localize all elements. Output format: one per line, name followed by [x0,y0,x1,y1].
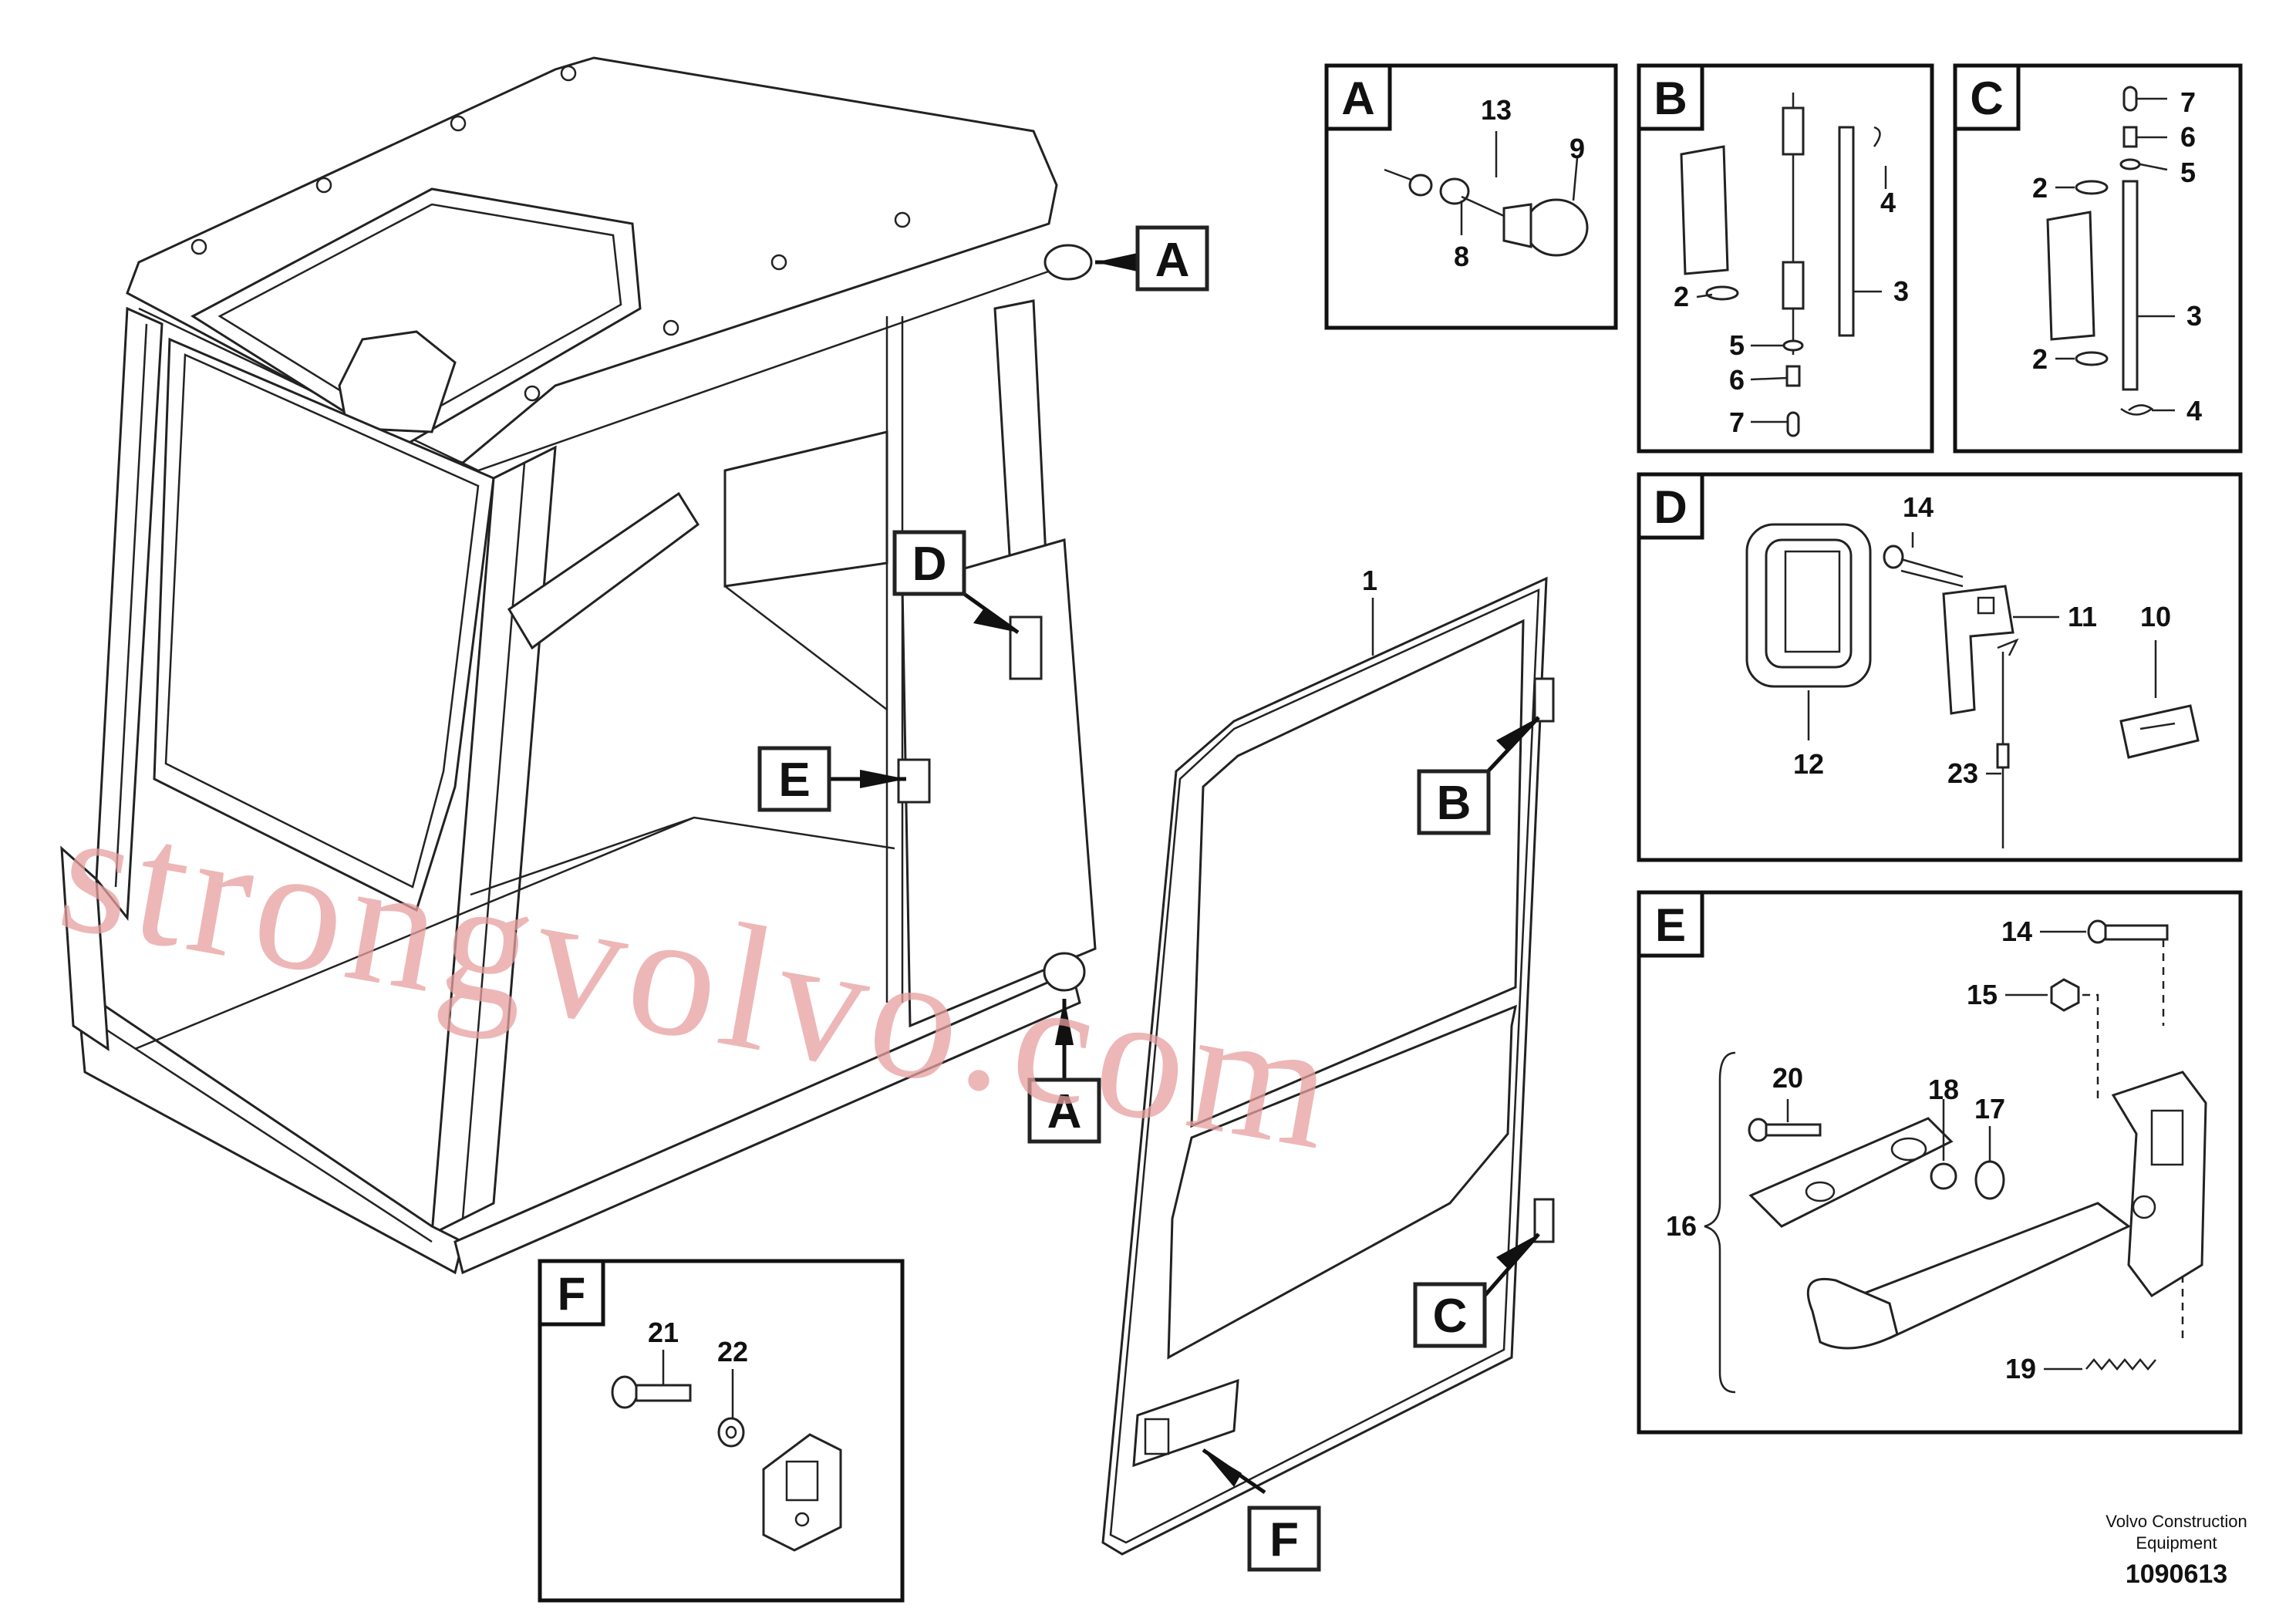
panel-D-title: D [1654,481,1687,533]
document-number: 1090613 [2126,1560,2227,1589]
panel-B-label-4: 4 [1880,187,1896,218]
detail-panel-C: C 7 6 5 2 3 2 4 [1953,63,2243,454]
callout-letter-F: F [1269,1513,1299,1566]
door-upper-hinge [1533,677,1555,723]
panel-C-label-2-bottom: 2 [2032,343,2048,375]
callout-F: F [1202,1448,1321,1572]
callout-A-top: A [1095,225,1209,292]
panel-D-label-11: 11 [2068,601,2097,632]
callout-letter-C: C [1433,1290,1468,1343]
detail-panel-D: D 14 11 10 12 23 [1637,472,2243,862]
brand-line-1: Volvo Construction [2106,1512,2247,1531]
roof-hinge-knob [1043,244,1093,281]
panel-B-label-3: 3 [1893,275,1909,307]
panel-B-title: B [1654,73,1687,124]
callout-D: D [892,530,1020,635]
cab-frame-illustration [60,56,1097,1275]
panel-C-label-4: 4 [2186,395,2202,427]
panel-A-title: A [1341,73,1374,124]
panel-E-title: E [1655,899,1686,951]
detail-panel-E: E 14 15 [1637,890,2243,1435]
panel-C-label-2-top: 2 [2032,172,2048,204]
panel-F-title: F [558,1268,586,1320]
callout-letter-E: E [778,754,810,807]
panel-D-label-12: 12 [1793,748,1824,780]
panel-B-label-5: 5 [1729,329,1745,361]
callout-C: C [1413,1233,1540,1348]
callout-letter-A-bottom: A [1047,1085,1082,1138]
callout-B: B [1417,716,1540,835]
cab-door-latch [1009,615,1043,680]
panel-C-label-7: 7 [2180,86,2196,118]
panel-A-label-13: 13 [1481,94,1512,126]
panel-E-label-17: 17 [1974,1093,2005,1125]
panel-A-label-9: 9 [1569,133,1585,164]
panel-C-label-3: 3 [2186,300,2202,332]
panel-D-label-14: 14 [1903,491,1934,523]
panel-E-label-16: 16 [1666,1210,1697,1242]
detail-panel-A: A 13 9 8 [1324,63,1618,330]
panel-F-label-21: 21 [648,1317,679,1348]
panel-C-label-6: 6 [2180,121,2196,153]
lower-hinge-knob [1043,952,1086,992]
door-handle-plate [1132,1378,1239,1468]
panel-B-label-6: 6 [1729,364,1745,396]
callout-letter-D: D [912,538,947,591]
footer-branding: Volvo Construction Equipment 1090613 [2106,1512,2247,1589]
panel-E-label-18: 18 [1928,1074,1959,1105]
panel-E-label-14: 14 [2001,916,2032,947]
detail-panel-F: F 21 22 [538,1259,905,1603]
panel-D-label-10: 10 [2140,601,2171,632]
label-door-1: 1 [1362,565,1377,596]
panel-E-label-20: 20 [1772,1062,1803,1094]
panel-C-title: C [1970,73,2003,124]
panel-B-label-2: 2 [1674,281,1689,312]
panel-A-label-8: 8 [1454,241,1469,272]
panel-E-label-19: 19 [2005,1353,2036,1384]
callout-letter-A-top: A [1155,234,1190,287]
panel-D-label-23: 23 [1947,757,1978,789]
callout-E: E [757,746,906,812]
panel-C-label-5: 5 [2180,157,2196,188]
panel-B-label-7: 7 [1729,406,1745,438]
callout-letter-B: B [1437,777,1472,830]
panel-F-label-22: 22 [717,1336,748,1367]
brand-line-2: Equipment [2136,1533,2217,1553]
detail-panel-B: B 4 3 2 5 6 7 [1637,63,1934,454]
panel-E-label-15: 15 [1967,979,1998,1010]
callout-A-bottom: A [1027,999,1101,1144]
